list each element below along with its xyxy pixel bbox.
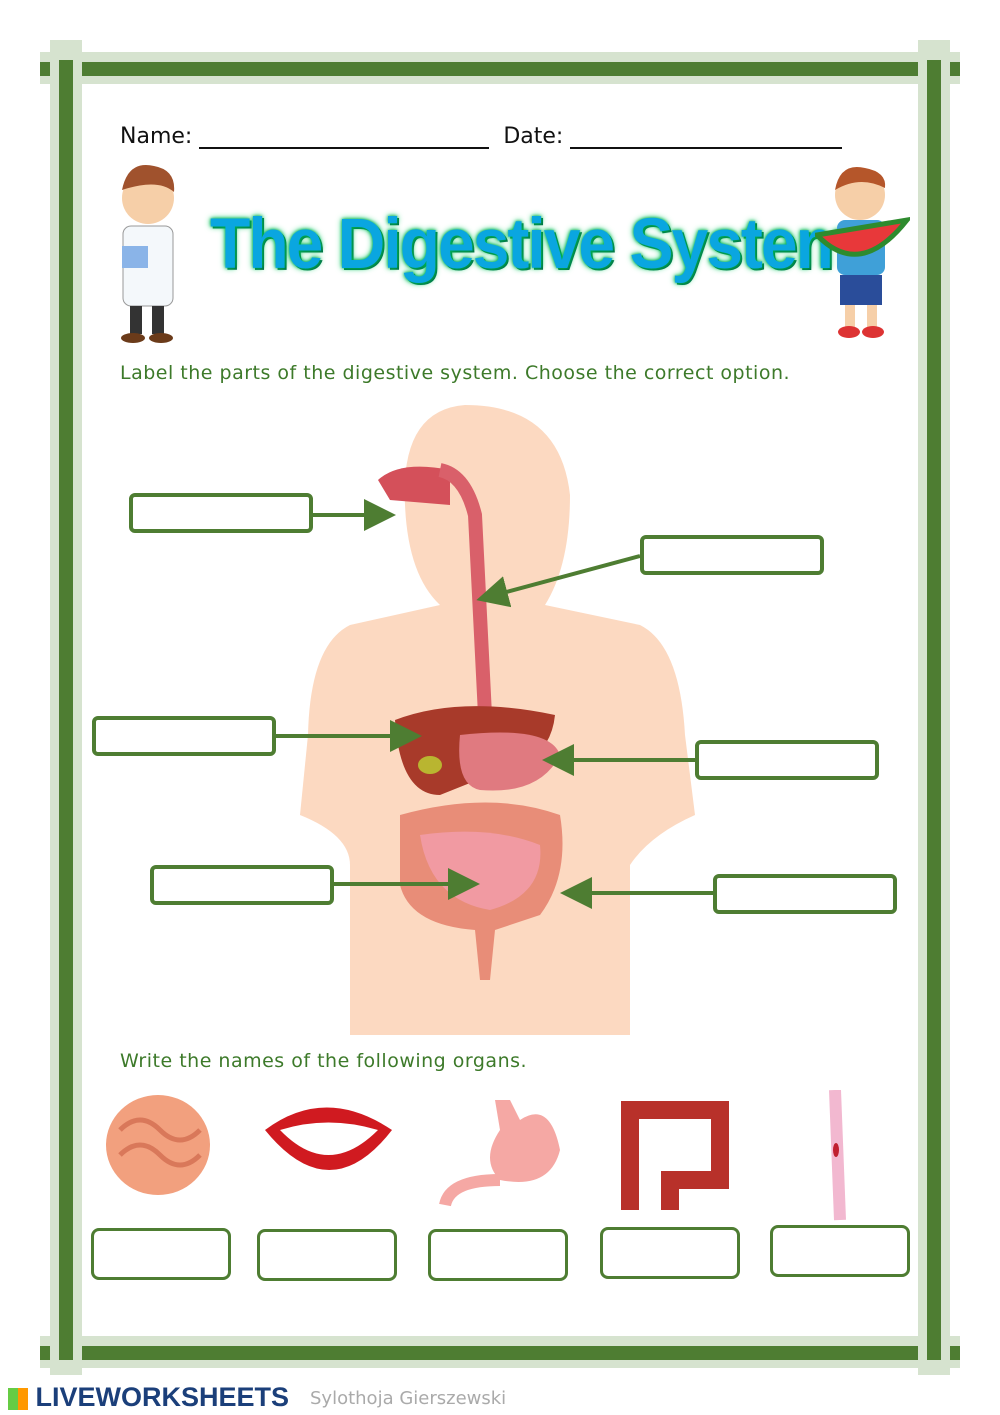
label-box-stomach[interactable] <box>695 740 879 780</box>
author-credit: Sylothoja Gierszewski <box>310 1388 507 1409</box>
label-box-esophagus[interactable] <box>640 535 824 575</box>
answer-box-2[interactable] <box>257 1229 397 1281</box>
instruction-write-names: Write the names of the following organs. <box>120 1050 528 1072</box>
large-intestine-picture <box>621 1101 729 1210</box>
answer-box-5[interactable] <box>770 1225 910 1277</box>
liveworksheets-logo: LIVEWORKSHEETS <box>8 1382 289 1413</box>
label-box-large-intestine[interactable] <box>713 874 897 914</box>
frame-left-stripe <box>59 60 73 1360</box>
doctor-illustration <box>121 165 175 343</box>
organ-pictures <box>106 1090 846 1221</box>
instruction-label-parts: Label the parts of the digestive system.… <box>120 362 791 384</box>
mouth-picture <box>265 1107 392 1170</box>
boy-watermelon-illustration <box>815 166 910 338</box>
brand-text: LIVEWORKSHEETS <box>35 1382 290 1412</box>
label-box-small-intestine[interactable] <box>150 865 334 905</box>
frame-top-stripe <box>40 62 960 76</box>
answer-box-1[interactable] <box>91 1228 231 1280</box>
label-arrows <box>272 499 713 909</box>
small-intestine-picture <box>106 1095 210 1195</box>
name-field[interactable] <box>199 129 490 149</box>
name-date-line: Name: Date: <box>120 124 843 149</box>
label-box-liver[interactable] <box>92 716 276 756</box>
stomach-picture <box>439 1100 560 1207</box>
live-logo-icon <box>8 1387 28 1410</box>
digestive-system-diagram <box>300 405 695 1035</box>
frame-right-stripe <box>927 60 941 1360</box>
date-label: Date: <box>503 124 564 149</box>
page-title: The Digestive System <box>210 203 854 283</box>
answer-box-3[interactable] <box>428 1229 568 1281</box>
esophagus-picture <box>829 1090 846 1221</box>
name-label: Name: <box>120 124 193 149</box>
frame-bottom-stripe <box>40 1346 960 1360</box>
answer-box-4[interactable] <box>600 1227 740 1279</box>
date-field[interactable] <box>570 129 843 149</box>
label-box-mouth[interactable] <box>129 493 313 533</box>
